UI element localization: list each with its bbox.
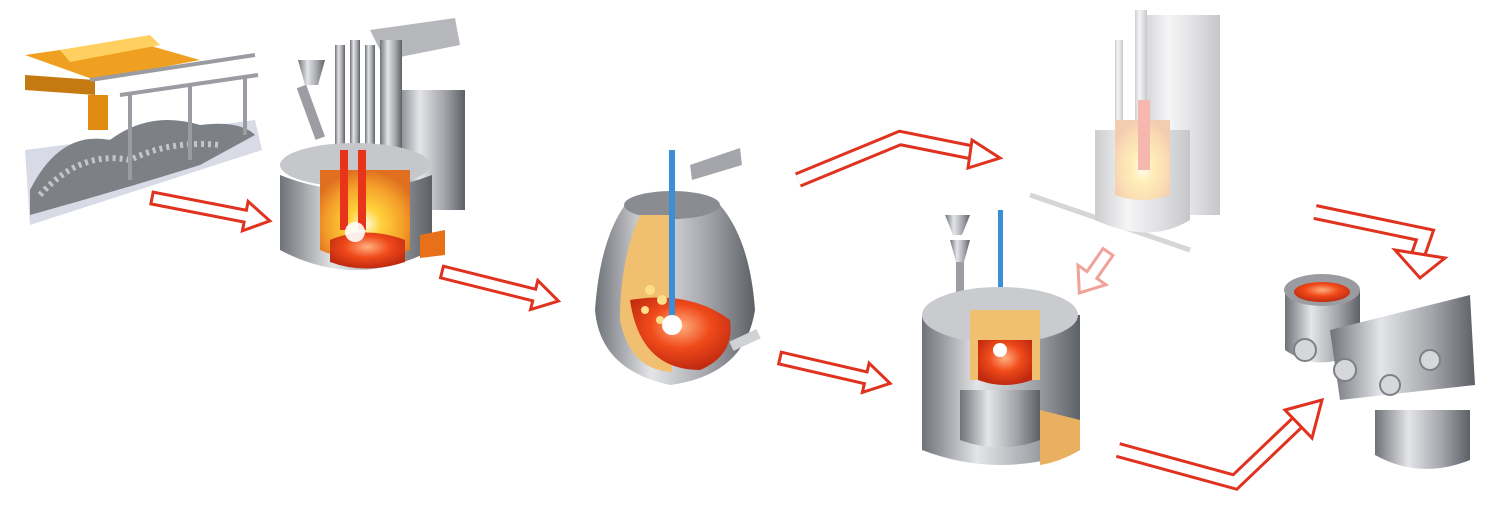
converter-icon [595, 148, 761, 385]
ladle-furnace-icon [922, 210, 1080, 465]
process-arrow-icon [1313, 204, 1449, 281]
process-arrow-icon [1115, 397, 1325, 491]
process-arrows [149, 129, 1449, 491]
process-arrow-icon [794, 129, 1004, 188]
vacuum-degasser-icon [1029, 10, 1220, 253]
electric-arc-furnace-icon [280, 18, 465, 270]
process-arrow-icon [438, 264, 562, 312]
continuous-caster-icon [1284, 274, 1475, 469]
process-arrow-icon [776, 350, 893, 395]
process-arrow-icon [1076, 246, 1116, 295]
process-arrow-icon [149, 190, 273, 234]
scrap-yard-icon [25, 35, 262, 225]
